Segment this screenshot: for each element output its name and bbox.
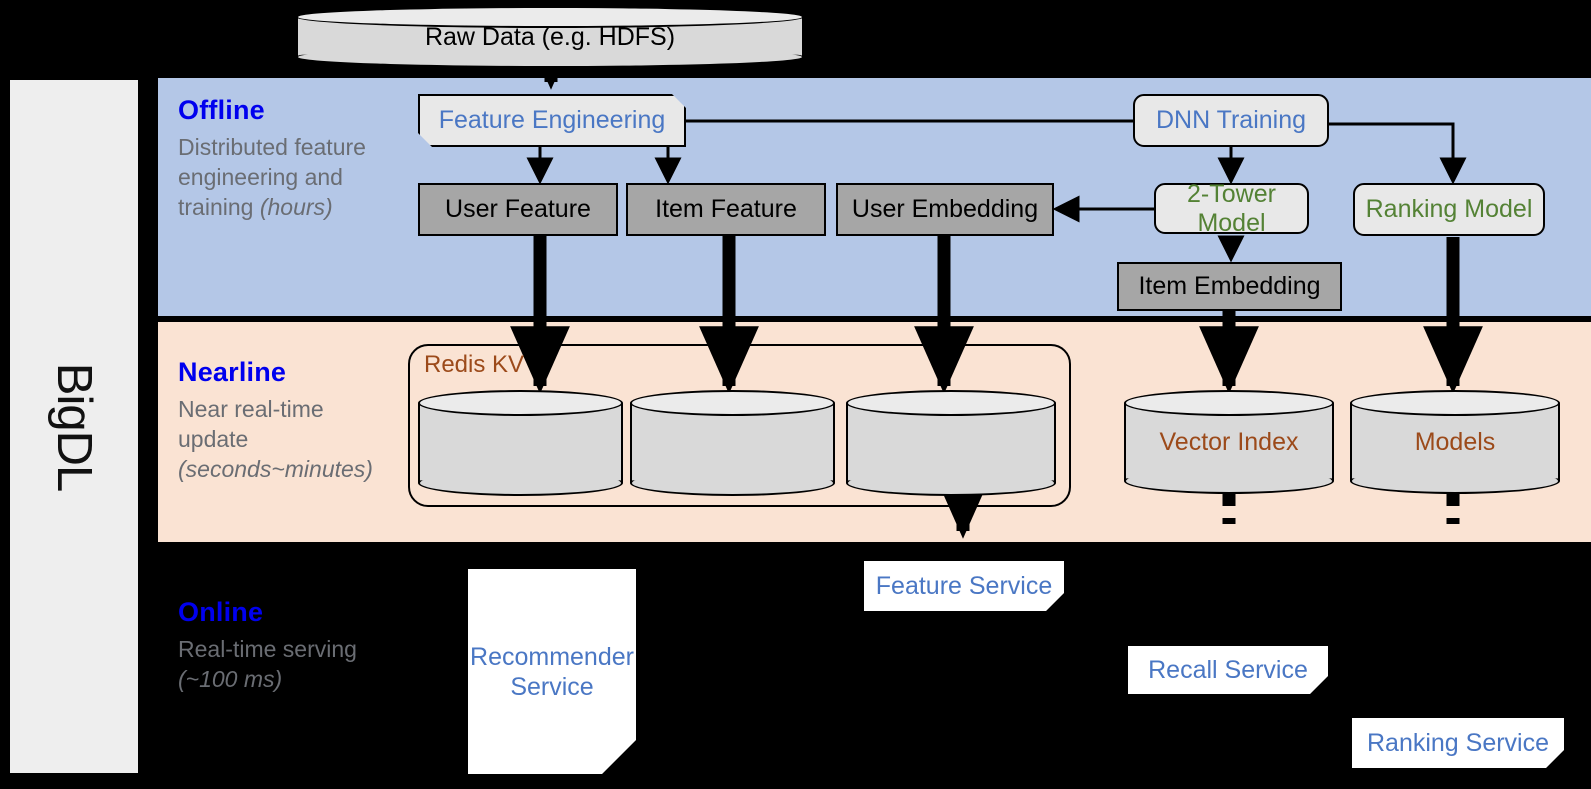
stage-title-nearline: Nearline xyxy=(178,357,287,387)
stage-desc-online: Real-time serving (~100 ms) xyxy=(178,635,398,695)
stage-desc-online-text: Real-time serving xyxy=(178,636,357,662)
cylinder-body xyxy=(418,403,623,483)
item-feature-node[interactable]: Item Feature xyxy=(626,183,826,236)
redis-store-2-label xyxy=(630,390,835,496)
stage-desc-nearline: Near real-time update (seconds~minutes) xyxy=(178,395,398,485)
models-store[interactable]: Models xyxy=(1350,390,1560,494)
cylinder-top xyxy=(1124,390,1334,416)
stage-label-online: Online Real-time serving (~100 ms) xyxy=(178,597,398,695)
stage-label-nearline: Nearline Near real-time update (seconds~… xyxy=(178,357,398,485)
recall-service-card[interactable]: Recall Service xyxy=(1128,646,1328,694)
redis-store-1-label xyxy=(418,390,623,496)
cylinder-body xyxy=(1350,403,1560,481)
recall-service-label: Recall Service xyxy=(1148,656,1308,684)
cylinder-body xyxy=(630,403,835,483)
stage-desc-nearline-em: (seconds~minutes) xyxy=(178,455,373,482)
raw-data-label: Raw Data (e.g. HDFS) xyxy=(424,22,676,51)
cylinder-top xyxy=(846,390,1056,416)
user-feature-node[interactable]: User Feature xyxy=(418,183,618,236)
cylinder-top xyxy=(418,390,623,416)
raw-data-store: Raw Data (e.g. HDFS) xyxy=(296,6,804,68)
cylinder-top xyxy=(1350,390,1560,416)
feature-service-label: Feature Service xyxy=(875,572,1053,600)
redis-store-2[interactable] xyxy=(630,390,835,496)
stage-desc-online-em: (~100 ms) xyxy=(178,665,283,692)
redis-kv-container xyxy=(408,344,1071,507)
feature-engineering-node[interactable]: Feature Engineering xyxy=(418,94,686,147)
cylinder-top xyxy=(630,390,835,416)
stage-title-offline: Offline xyxy=(178,95,265,125)
two-tower-model-node[interactable]: 2-Tower Model xyxy=(1154,180,1309,237)
vector-index-label: Vector Index xyxy=(1159,427,1299,456)
redis-kv-label: Redis KV xyxy=(424,351,525,378)
bigdl-framework-rail: BigDL xyxy=(8,78,140,775)
cylinder-body xyxy=(846,403,1056,483)
stage-desc-offline: Distributed feature engineering and trai… xyxy=(178,133,398,223)
feature-service-card[interactable]: Feature Service xyxy=(864,561,1064,611)
bigdl-label: BigDL xyxy=(47,362,101,491)
user-embedding-node[interactable]: User Embedding xyxy=(836,183,1054,236)
redis-store-1[interactable] xyxy=(418,390,623,496)
stage-desc-offline-em: (hours) xyxy=(259,193,333,220)
item-embedding-node[interactable]: Item Embedding xyxy=(1117,262,1342,311)
stage-desc-nearline-text: Near real-time update xyxy=(178,396,324,452)
dnn-training-node[interactable]: DNN Training xyxy=(1133,94,1329,147)
recommender-service-label: Recommender Service xyxy=(470,642,634,701)
ranking-service-label: Ranking Service xyxy=(1366,729,1550,757)
recommender-service-card[interactable]: Recommender Service xyxy=(468,569,636,774)
redis-store-3[interactable] xyxy=(846,390,1056,496)
stage-title-online: Online xyxy=(178,597,264,627)
cylinder-body xyxy=(1124,403,1334,481)
redis-store-3-label xyxy=(846,390,1056,496)
models-label: Models xyxy=(1414,427,1496,456)
ranking-service-card[interactable]: Ranking Service xyxy=(1352,718,1564,768)
ranking-model-node[interactable]: Ranking Model xyxy=(1353,183,1545,236)
stage-label-offline: Offline Distributed feature engineering … xyxy=(178,95,398,223)
cylinder-top xyxy=(296,6,804,28)
stage-desc-offline-text: Distributed feature engineering and trai… xyxy=(178,134,366,220)
vector-index-store[interactable]: Vector Index xyxy=(1124,390,1334,494)
